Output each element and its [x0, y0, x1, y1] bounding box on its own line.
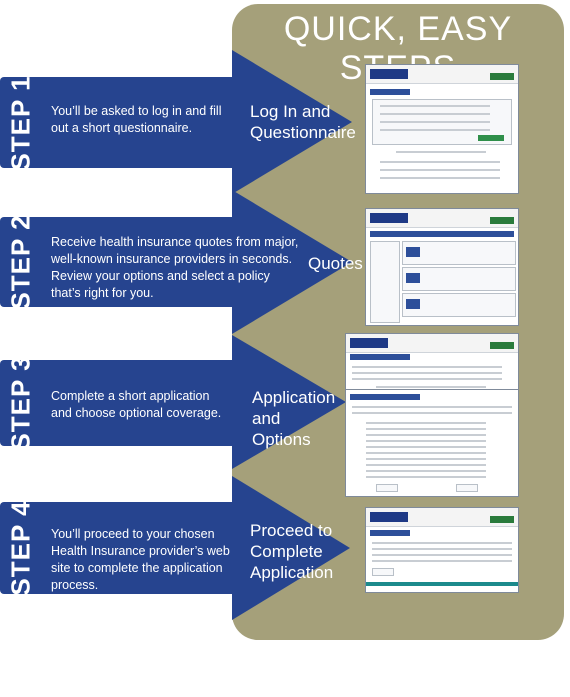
step4-description: You’ll proceed to your chosen Health Ins… [51, 527, 230, 592]
step2-arrow [42, 190, 352, 334]
step2-title: Quotes [308, 254, 363, 273]
step1-arrow [42, 50, 352, 194]
step3-description: Complete a short application and choose … [51, 389, 222, 420]
step4-tab: STEP 4 [0, 500, 42, 596]
step3-title: Application and Options [252, 388, 336, 449]
step1-description: You’ll be asked to log in and fill out a… [51, 104, 222, 135]
step2-label: STEP 2 [5, 214, 36, 310]
provider-site-screenshot [365, 507, 519, 593]
step4-arrow [42, 476, 350, 620]
coverage-options-screenshot [345, 389, 519, 497]
application-screenshot [345, 333, 519, 393]
step1-tab: STEP 1 [0, 74, 42, 171]
step2-description: Receive health insurance quotes from maj… [51, 235, 299, 300]
questionnaire-screenshot [365, 64, 519, 194]
step1-label: STEP 1 [5, 74, 36, 171]
step3-tab: STEP 3 [0, 355, 42, 451]
step4-title: Proceed to Complete Application [250, 521, 334, 582]
step3-label: STEP 3 [5, 355, 36, 451]
quotes-screenshot [365, 208, 519, 326]
step3-arrow [42, 335, 346, 469]
step1-title: Log In and Questionnaire [250, 102, 356, 142]
step4-label: STEP 4 [5, 500, 36, 596]
step2-tab: STEP 2 [0, 214, 42, 310]
